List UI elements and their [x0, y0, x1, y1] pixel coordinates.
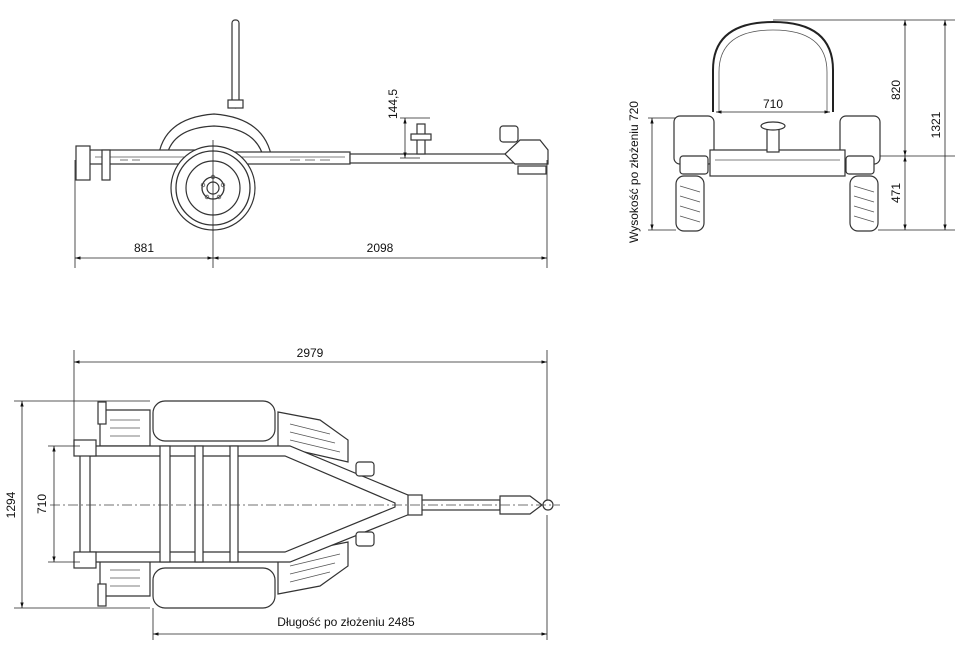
- dim-lift: 144,5: [386, 89, 400, 119]
- top-view: 2979 1294 710 Długość po złożeniu 2485: [4, 346, 560, 640]
- side-post-clamp: [410, 133, 432, 141]
- dim-front-length: 2098: [367, 241, 394, 255]
- front-coupling-head: [760, 121, 786, 131]
- dim-inner-width: 710: [35, 494, 49, 514]
- side-mast: [231, 19, 240, 109]
- front-light-left: [679, 155, 709, 175]
- side-coupling-head: [499, 125, 519, 143]
- front-view: 710 820 471 1321 Wysokość po złożeniu 72…: [627, 19, 955, 243]
- side-view: 881 2098 144,5: [74, 19, 549, 268]
- side-rear-light: [75, 145, 91, 181]
- dim-lower-height: 471: [889, 183, 903, 203]
- top-handle-upper: [355, 461, 375, 477]
- front-frame: [709, 149, 846, 177]
- side-drawbar: [349, 153, 516, 164]
- dim-rear-overhang: 881: [134, 241, 154, 255]
- top-rear-light-lower: [73, 551, 97, 569]
- top-marker-upper: [97, 401, 107, 425]
- dim-upper-height: 820: [889, 80, 903, 100]
- top-marker-lower: [97, 583, 107, 607]
- top-crossbeam-1: [159, 445, 171, 563]
- dim-track: 710: [763, 97, 783, 111]
- front-hoop: [712, 20, 834, 112]
- side-mast-clamp: [227, 99, 244, 109]
- side-coupling: [504, 139, 549, 165]
- dim-total-width: 1294: [4, 491, 18, 518]
- side-rear-bracket: [101, 149, 111, 181]
- front-light-right: [845, 155, 875, 175]
- front-tire-right: [849, 175, 879, 232]
- dim-total-height: 1321: [929, 111, 943, 138]
- top-tire-lower: [152, 567, 276, 609]
- dim-folded-height: Wysokość po złożeniu 720: [627, 101, 641, 243]
- dim-folded-length: Długość po złożeniu 2485: [277, 615, 415, 629]
- top-rear-light-upper: [73, 439, 97, 457]
- top-handle-lower: [355, 531, 375, 547]
- top-crossbeam-3: [229, 445, 239, 563]
- side-support-foot: [517, 165, 547, 175]
- top-tire-upper: [152, 400, 276, 442]
- top-crossbeam-2: [194, 445, 204, 563]
- dim-total-length: 2979: [297, 346, 324, 360]
- front-tire-left: [675, 175, 705, 232]
